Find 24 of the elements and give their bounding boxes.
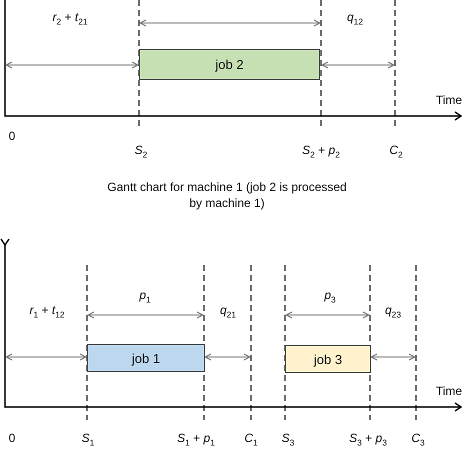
job-bar: job 2 [139,49,320,80]
axis-label: S$_{2}$ [134,143,148,160]
axis-label: r$_{1}$ + t$_{12}$ [29,303,65,320]
axis-label: S$_{1}$ [82,431,94,448]
axis-label: 0 [8,129,16,145]
axis-label: S$_{1}$ + p$_{1}$ [177,431,215,448]
axis-label: p$_{3}$ [324,288,336,306]
axis-label: q$_{23}$ [385,303,401,320]
axis-label: C$_{2}$ [389,143,403,160]
axis-label: 0 [8,431,16,447]
axis-label: S$_{3}$ [282,431,294,448]
axis-label: S$_{3}$ + p$_{3}$ [349,431,387,448]
job-bar: job 1 [87,344,205,372]
axis-label: C$_{3}$ [411,431,425,448]
chart-title: Gantt chart for machine 1 (job 2 is processed by machine 1) [106,180,348,212]
axis-label: r$_{2}$ + t$_{21}$ [52,10,88,28]
axis-label: p$_{1}$ [139,288,151,306]
axis-label: C$_{1}$ [244,431,258,448]
axis-label: Time [436,93,462,109]
axis-label: Time [436,384,462,400]
axis-label: q$_{21}$ [220,303,236,320]
job-bar: job 3 [285,345,371,373]
axis-label: q$_{12}$ [347,10,363,28]
axis-label: S$_{2}$ + p$_{2}$ [302,143,340,160]
